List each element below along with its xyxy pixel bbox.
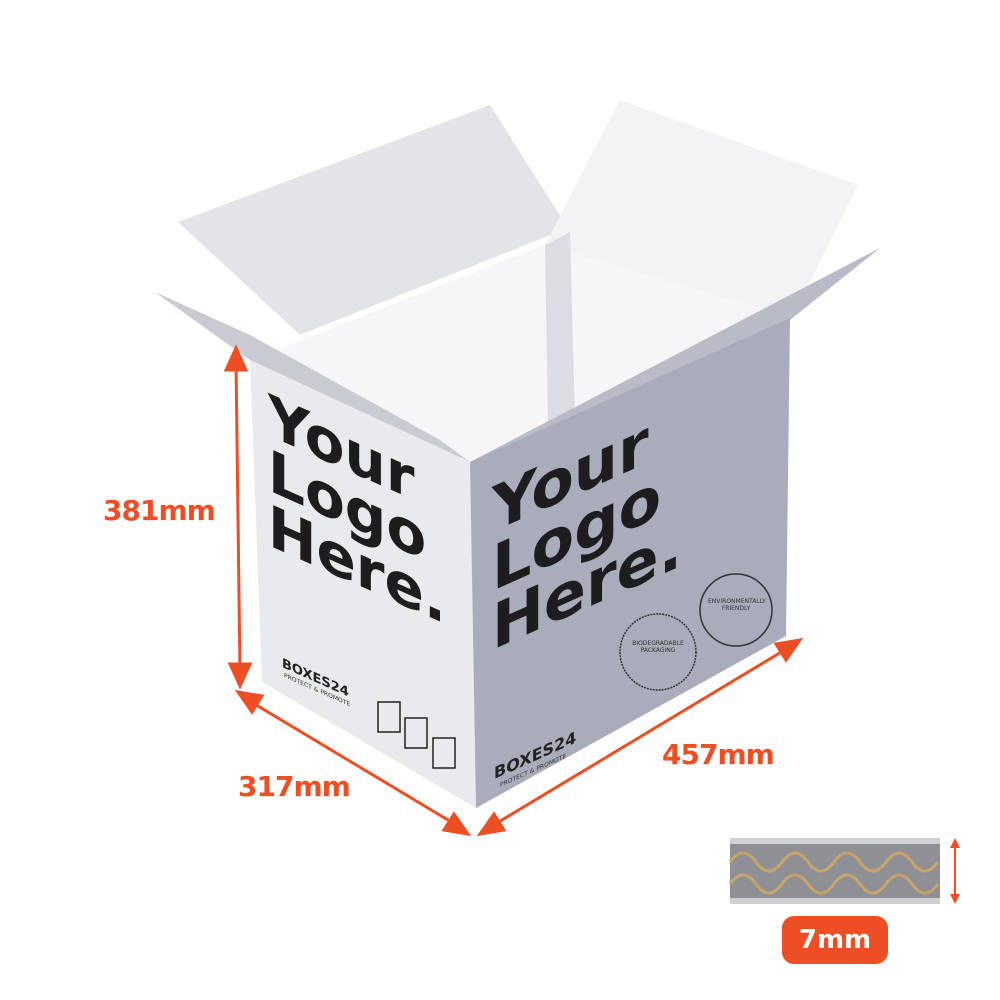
depth-label: 317mm [238,770,351,803]
fragile-icon [432,737,456,769]
wall-thickness-badge: 7mm [782,916,888,964]
corrugation-sample [728,838,960,904]
height-label: 381mm [103,494,216,527]
width-label: 457mm [662,738,775,771]
dimension-arrows [223,344,804,837]
this-way-up-icon [377,701,401,733]
front-right-flap [470,248,880,462]
back-left-flap [178,105,568,335]
front-left-flap [155,292,470,462]
box-left-face [250,360,476,808]
box-interior [250,245,792,462]
biodegradable-stamp-icon [619,613,697,691]
recycle-icon [404,717,428,749]
eco-friendly-stamp-text: ENVIRONMENTALLY FRIENDLY [708,598,766,612]
biodegradable-stamp-text: BIODEGRADABLE PACKAGING [632,640,684,654]
eco-friendly-stamp-icon [699,573,773,647]
inner-wall [545,232,575,430]
box-right-face [470,318,790,808]
handling-icons [377,701,456,769]
back-right-flap [545,100,858,318]
